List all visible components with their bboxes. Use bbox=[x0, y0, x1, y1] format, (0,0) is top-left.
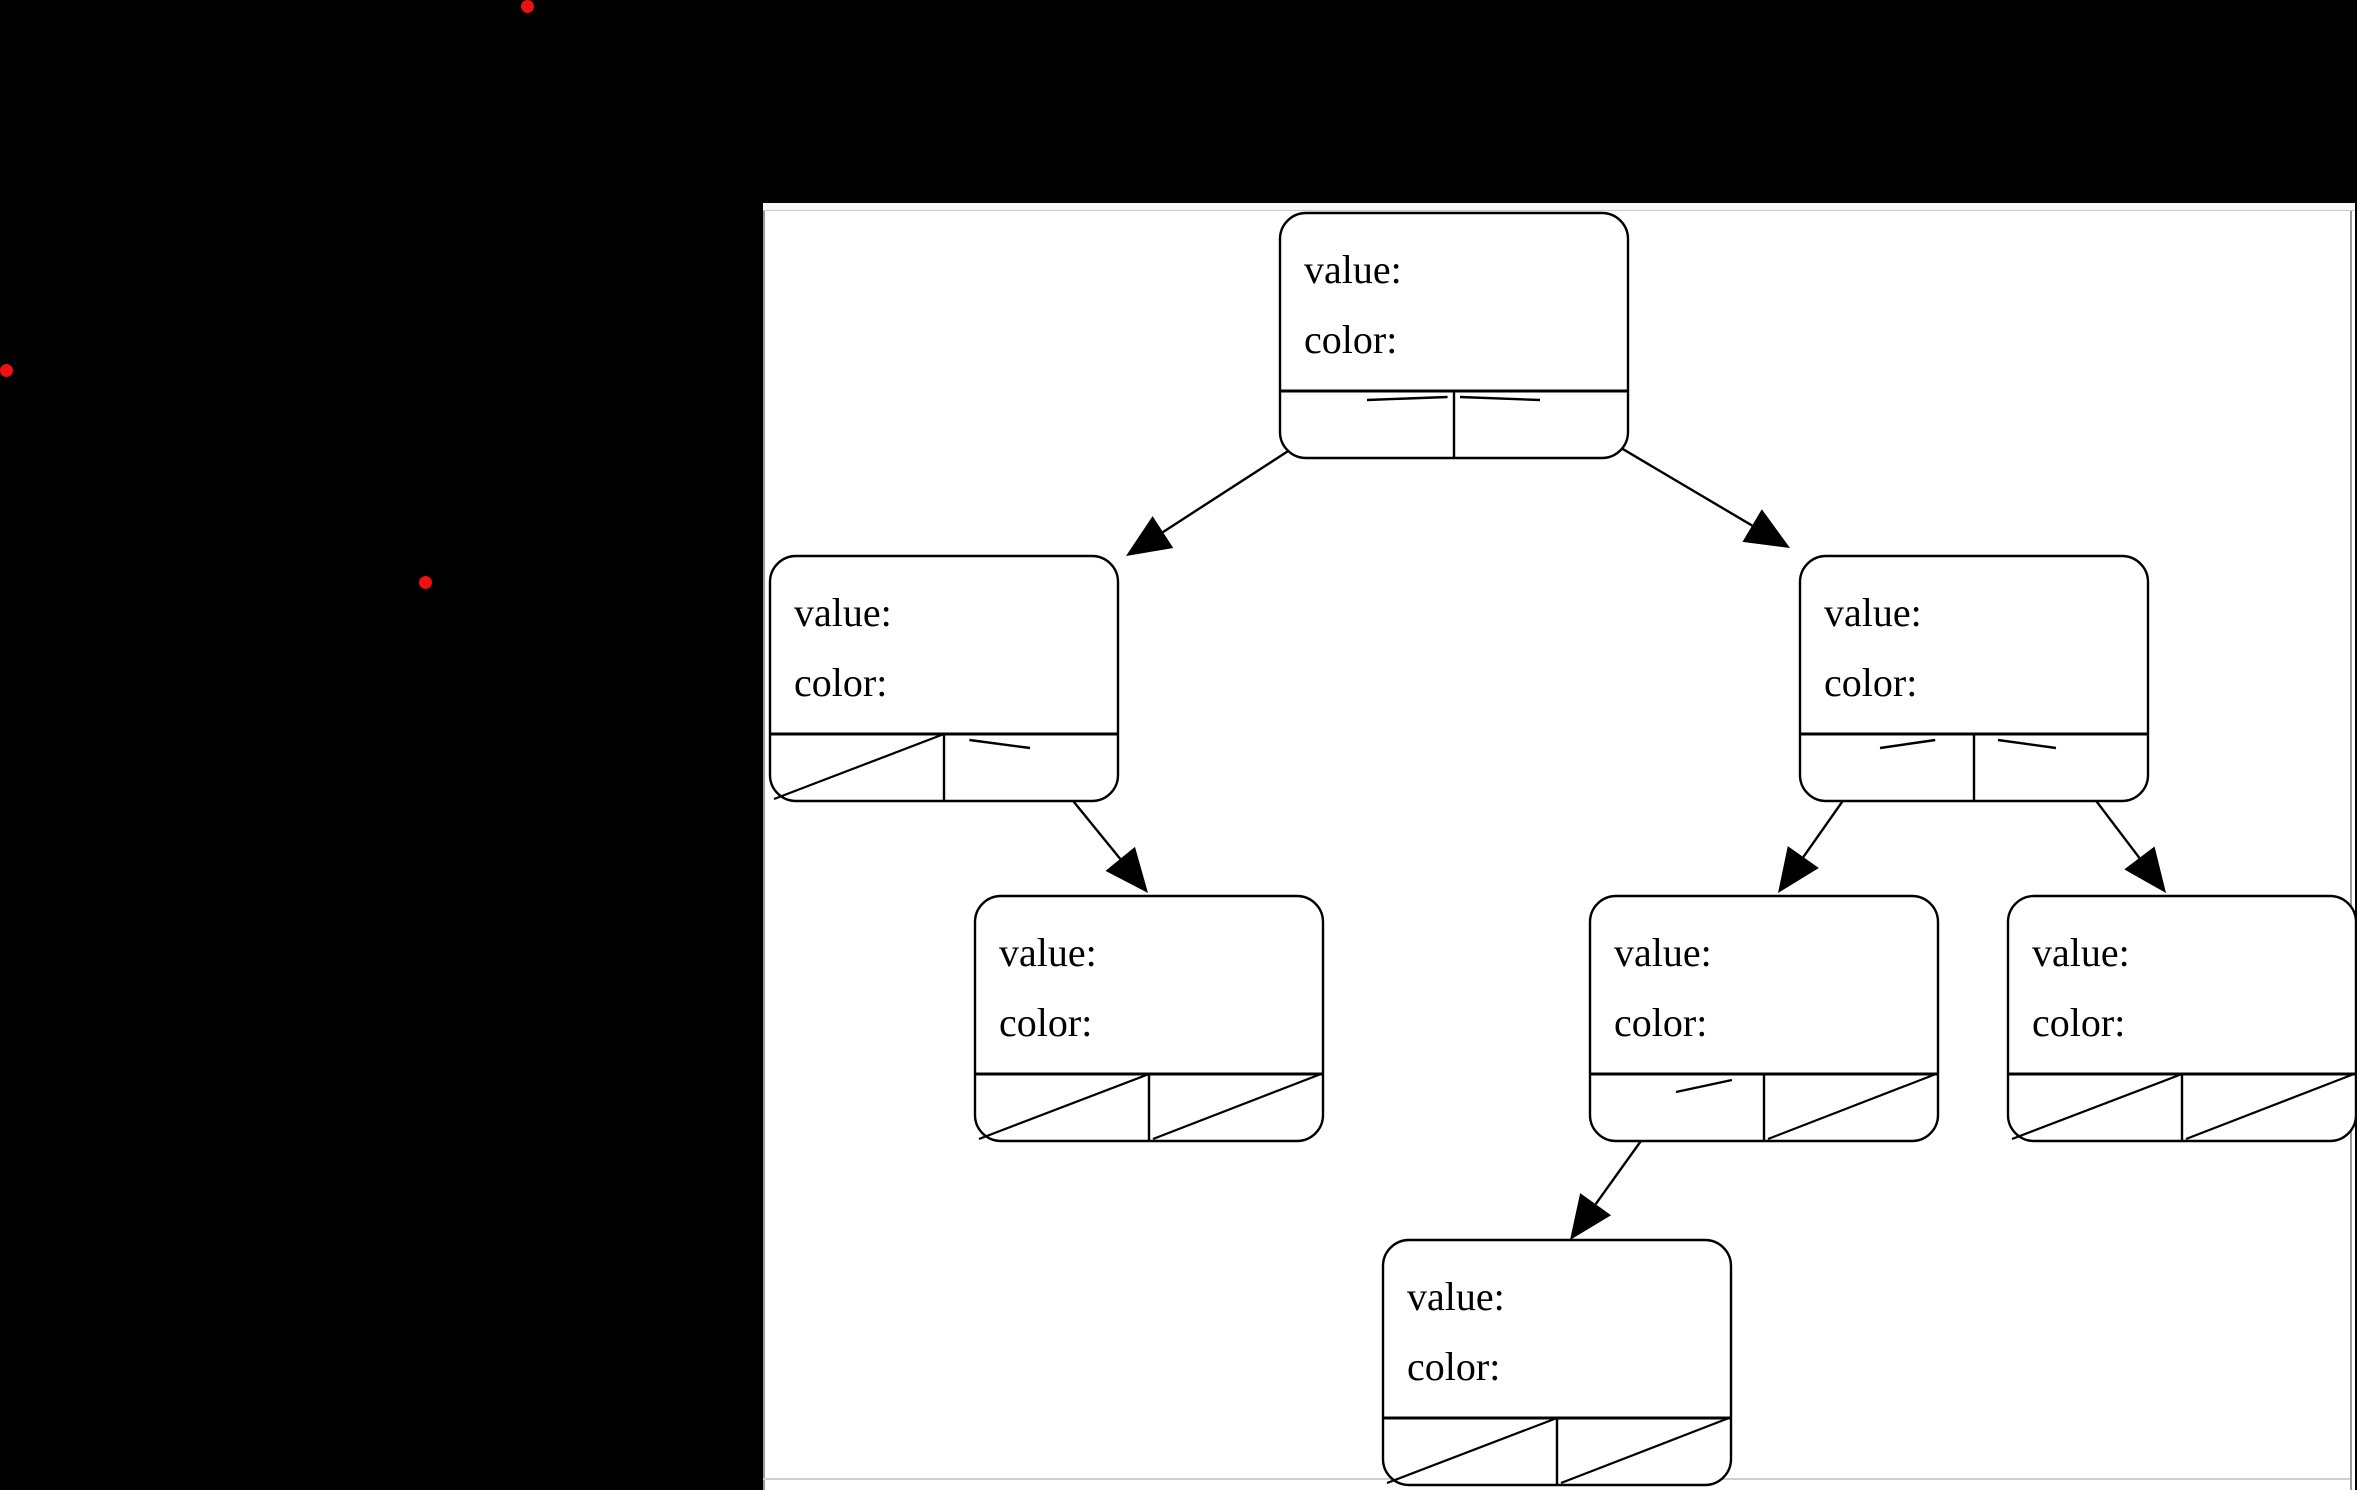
marker-dot-1 bbox=[521, 0, 534, 13]
horizontal-scrollbar[interactable] bbox=[763, 1478, 2350, 1480]
marker-dot-3 bbox=[419, 576, 432, 589]
panel-header-strip bbox=[763, 203, 2355, 211]
panel-left-border bbox=[763, 211, 765, 1490]
diagram-panel bbox=[763, 203, 2355, 1490]
vertical-scrollbar[interactable] bbox=[2350, 211, 2352, 1490]
marker-dot-2 bbox=[0, 364, 13, 377]
